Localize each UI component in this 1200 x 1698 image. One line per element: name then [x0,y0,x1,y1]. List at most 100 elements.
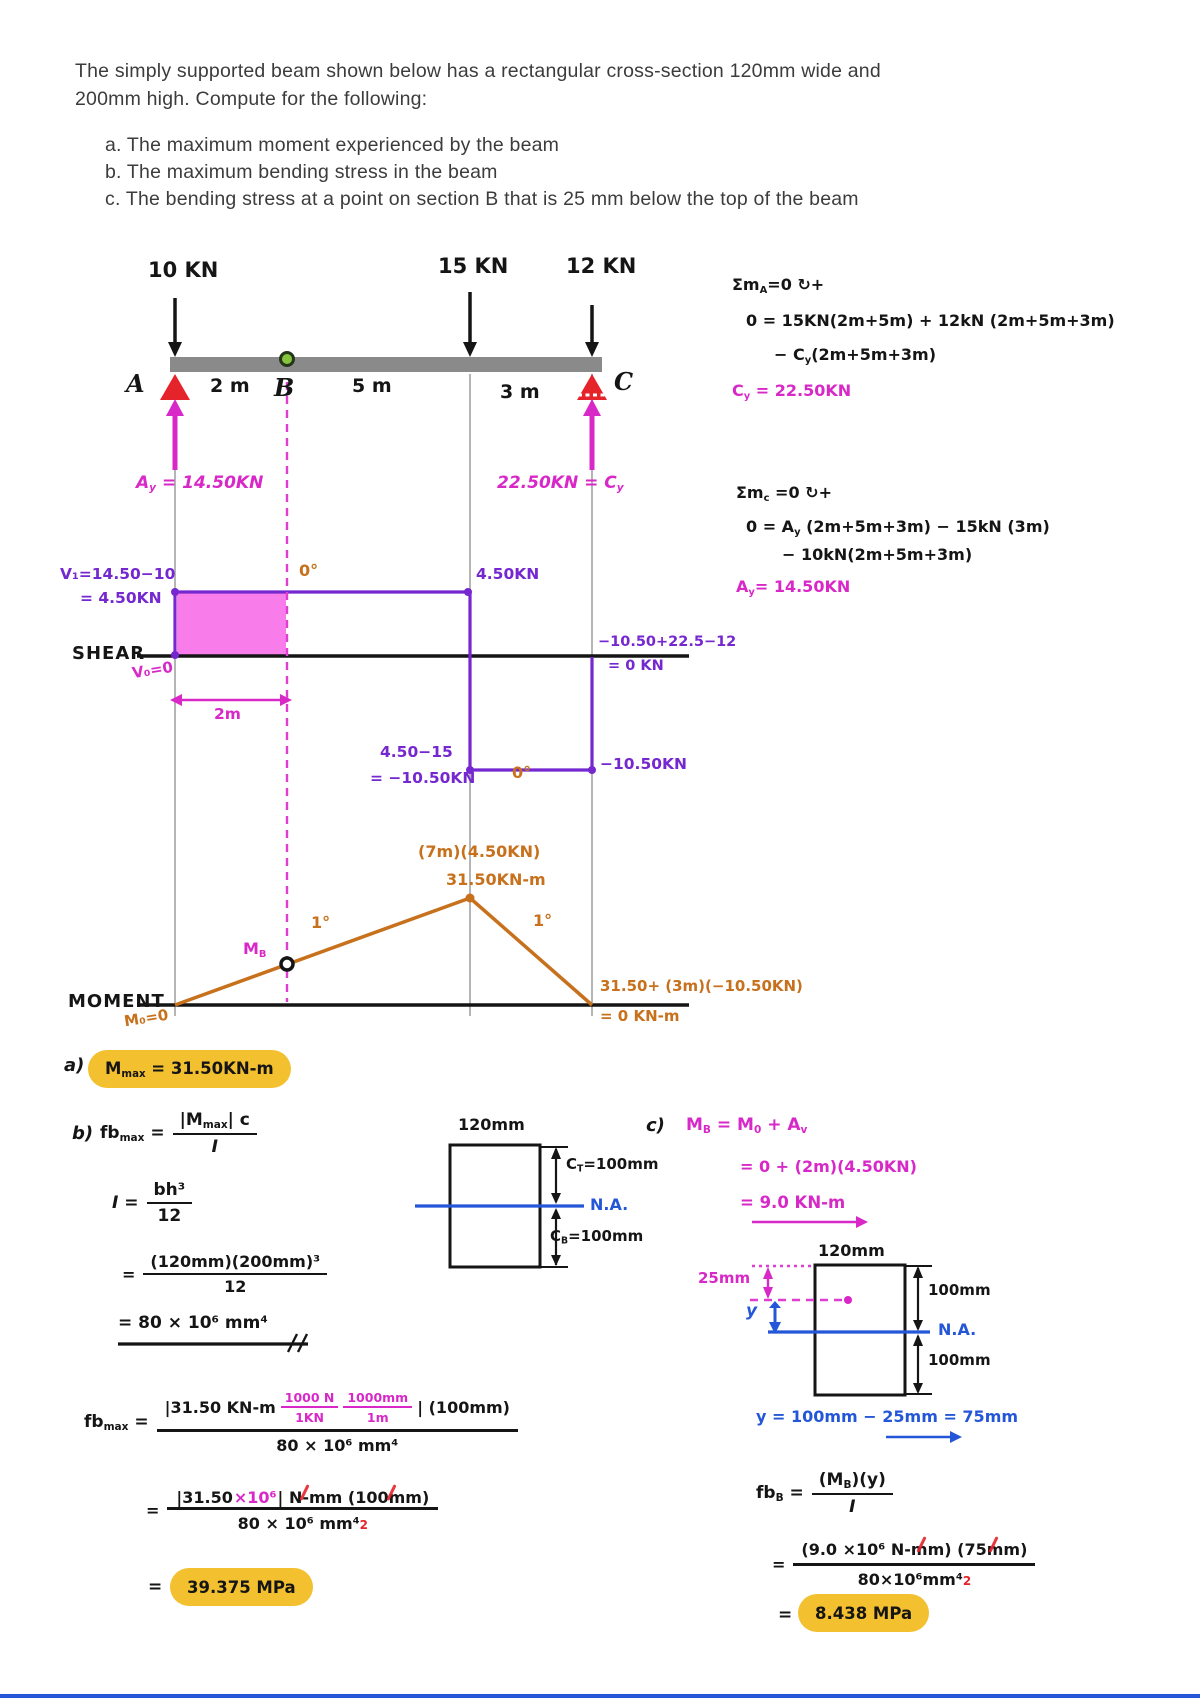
moment-end-line1: 31.50+ (3m)(−10.50KN) [600,977,803,995]
shear-end-line2: = 0 KN [608,658,664,674]
moment-slope-down: 1° [533,911,553,930]
fraction-denominator: 12 [224,1277,247,1296]
numerator-value: |31.50 [176,1488,233,1507]
section1-dim-arrowhead [551,1193,561,1204]
span-label-2m: 2 m [210,375,250,397]
underline-75mm-arrowhead [950,1431,962,1443]
load-arrowhead-15kn [463,342,477,357]
part-b-i-result: = 80 × 10⁶ mm⁴ [118,1313,268,1333]
load-label-10kn: 10 KN [148,258,219,282]
part-c-answer-highlight: 8.438 MPa [798,1594,930,1632]
moment-line-rising [174,896,471,1007]
problem-item-b: b. The maximum bending stress in the bea… [105,161,498,183]
part-a-answer: Mmax = 31.50KN-m [105,1058,274,1080]
moment-peak-label: 31.50KN-m [446,870,546,889]
eq-ma-line2: − Cy(2m+5m+3m) [774,345,937,366]
equals-sign: = [772,1555,786,1574]
fraction-denominator: I [211,1136,218,1157]
section2-na-label: N.A. [938,1320,977,1339]
support-c-triangle [577,374,607,400]
point-b-marker-circle [279,351,295,367]
shear-v1-line2: = 4.50KN [80,589,162,607]
moment-area-label: (7m)(4.50KN) [418,842,541,861]
conversion-n-per-kn: 1000 N 1KN [280,1390,339,1425]
i-result-tick [286,1333,299,1353]
moment-end-line2: = 0 KN-m [600,1007,680,1025]
fraction-mmax-c-over-i: |Mmax| c I [172,1110,257,1157]
part-c-fb-formula: fbB = (MB)(y) I [756,1470,893,1517]
shear-slope-top: 0° [299,561,319,580]
section2-width-label: 120mm [818,1241,885,1260]
section2-y-label: y [746,1301,758,1321]
section1-dim-arrowhead [551,1147,561,1159]
moment-peak-dot [465,893,475,903]
section2-rect [813,1263,907,1397]
node-label-c: C [614,367,634,396]
eq-mc-result: Ay= 14.50KN [736,577,851,598]
cancel-exponent-red: 2 [359,1518,369,1532]
section1-cb-label: CB=100mm [550,1227,644,1247]
shear-title: SHEAR [72,643,146,664]
fraction-denominator-row: 80×10⁶mm⁴2 [793,1563,1036,1589]
shear-corner-dot [588,766,596,774]
reaction-label-ay: Ay = 14.50KN [136,473,264,494]
dim-25mm-arrowhead [763,1287,773,1299]
section2-dim-arrowhead [913,1320,923,1331]
part-b-formula-i: I = bh³ 12 [112,1180,193,1226]
shear-slope-bottom: 0° [512,763,532,782]
i-result-tick [296,1333,309,1353]
denominator-value: 80 × 10⁶ mm⁴ [237,1514,360,1533]
reaction-arrowhead-a [166,399,184,416]
part-b-simplified: = |31.50 ×10⁶ | N-mm (100mm) 80 × 10⁶ mm… [146,1488,439,1533]
part-a-prefix: a) [64,1055,85,1076]
support-a-triangle [160,374,190,400]
dim-2m-arrowhead-right [280,694,292,706]
shear-corner-dot [466,766,474,774]
span-label-5m: 5 m [352,375,392,397]
shear-drop-line2: = −10.50KN [370,769,476,787]
underline-9knm-arrowhead [856,1216,868,1228]
page-bottom-line [0,1694,1200,1698]
fraction-denominator: 80 × 10⁶ mm⁴ [156,1429,518,1455]
part-b-i-substitution: = (120mm)(200mm)³ 12 [122,1252,328,1296]
section2-dim-arrowhead [913,1334,923,1346]
fraction-numerator: |Mmax| c [172,1110,257,1135]
section2-bottom-half-label: 100mm [928,1351,991,1369]
node-label-a: A [126,369,145,398]
problem-statement-line2: 200mm high. Compute for the following: [75,88,428,110]
fraction-denominator-row: 80 × 10⁶ mm⁴2 [167,1507,439,1533]
section1-dim-arrowhead [551,1255,561,1266]
fraction-denominator: I [849,1496,856,1517]
load-label-15kn: 15 KN [438,254,509,278]
part-b-formula-fbmax: fbmax = |Mmax| c I [100,1110,257,1157]
eq-ma-head: ΣmA=0 ↻+ [732,275,825,296]
numerator-moment: |31.50 KN-m [164,1398,276,1417]
part-c-fbb-lhs: fbB = [756,1483,804,1504]
part-b-prefix: b) [72,1123,94,1144]
section2-dim-arrowhead [913,1266,923,1278]
shear-positive-fill [177,593,286,655]
node-label-b: B [274,373,295,402]
eq-ma-result: Cy = 22.50KN [732,381,852,402]
dim-2m-arrowhead-left [170,694,182,706]
equals-sign: = [146,1501,160,1520]
part-b-fbmax-lhs: fbmax = [100,1123,165,1144]
part-b-answer: 39.375 MPa [187,1577,296,1597]
part-c-mb-formula: MB = M0 + Av [686,1115,808,1136]
section1-ct-label: CT=100mm [566,1155,659,1175]
fraction-simplified: |31.50 ×10⁶ | N-mm (100mm) 80 × 10⁶ mm⁴2 [167,1488,439,1533]
moment-b-circle [279,956,295,972]
shear-corner-dot [464,588,472,596]
section1-dim-arrowhead [551,1208,561,1219]
fraction-bh3-over-12: bh³ 12 [146,1180,193,1226]
part-a-answer-highlight: Mmax = 31.50KN-m [88,1050,291,1088]
fraction-numerator: (9.0 ×10⁶ N-mm) (75mm) [793,1540,1035,1563]
part-c-mb-result: = 9.0 KN-m [740,1193,846,1212]
fraction-mby-over-i: (MB)(y) I [811,1470,893,1517]
load-label-12kn: 12 KN [566,254,637,278]
section2-dim-arrowhead [913,1383,923,1394]
eq-mc-head: Σmc =0 ↻+ [736,483,832,504]
eq-mc-line1: 0 = Ay (2m+5m+3m) − 15kN (3m) [746,517,1050,538]
